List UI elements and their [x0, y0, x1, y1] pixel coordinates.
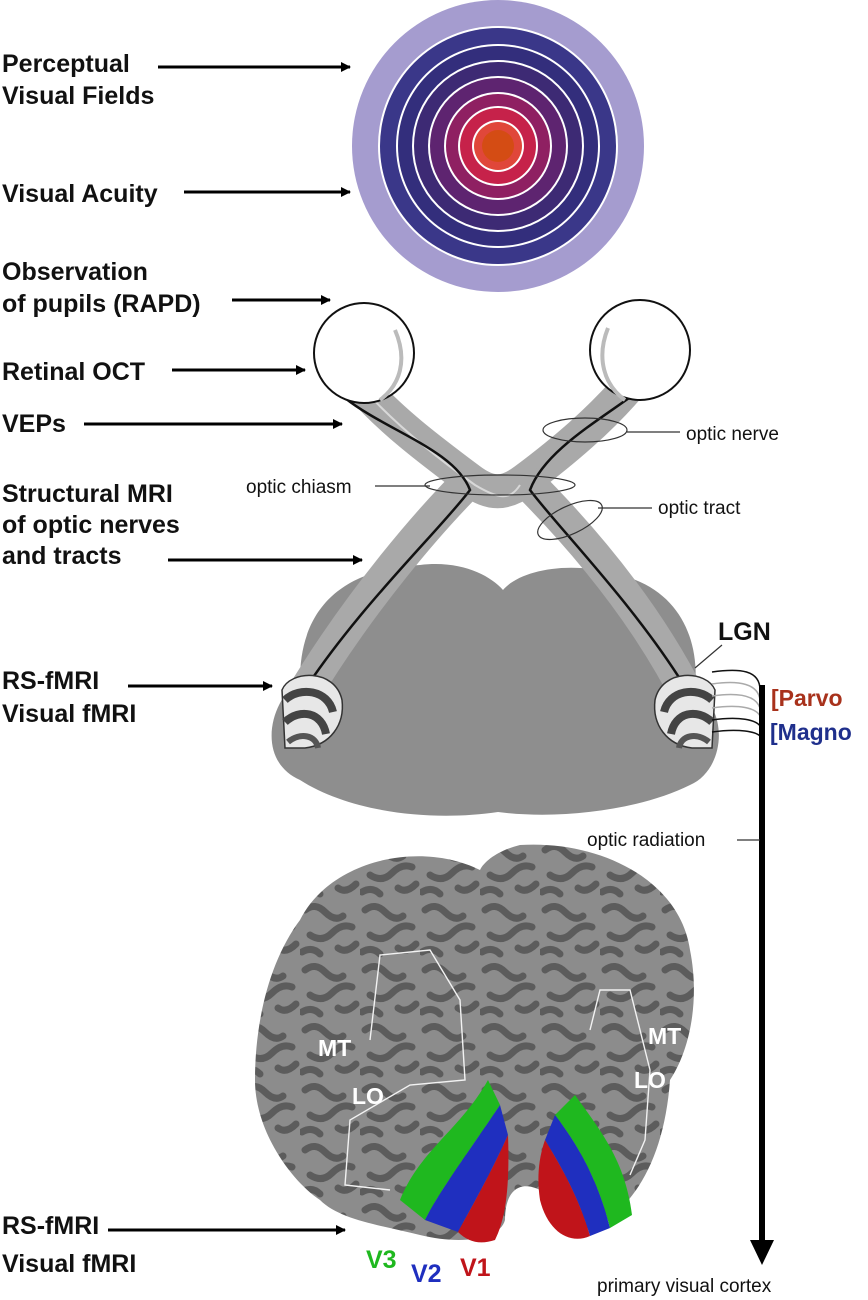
optic-tract-marker — [537, 499, 603, 541]
label-rsfmri1-line2: Visual fMRI — [2, 700, 136, 728]
lgn-projections — [711, 669, 761, 737]
label-rsfmri2-line1: RS-fMRI — [2, 1212, 99, 1240]
label-pupils-line2: of pupils (RAPD) — [2, 290, 201, 318]
label-optic-tract: optic tract — [658, 498, 741, 519]
label-perceptual-line1: Perceptual — [2, 50, 130, 78]
label-mri-line1: Structural MRI — [2, 480, 173, 508]
label-lo-left: LO — [352, 1083, 384, 1109]
label-primary-visual-cortex: primary visual cortex — [597, 1276, 772, 1297]
label-rsfmri2-line2: Visual fMRI — [2, 1250, 136, 1278]
label-pupils-line1: Observation — [2, 258, 148, 286]
label-arrows — [84, 62, 363, 1235]
right-eye — [589, 299, 691, 402]
label-visual-acuity: Visual Acuity — [2, 180, 158, 208]
optic-pathway — [285, 368, 706, 709]
label-lo-right: LO — [634, 1067, 666, 1093]
thalamus-mass — [271, 564, 719, 816]
label-v2: V2 — [411, 1260, 442, 1288]
label-mt-left: MT — [318, 1035, 351, 1061]
label-retinal-oct: Retinal OCT — [2, 358, 145, 386]
optic-nerve-marker — [542, 417, 628, 443]
visual-field-target — [352, 0, 644, 292]
inflated-cortex — [255, 844, 694, 1243]
label-optic-radiation: optic radiation — [587, 830, 705, 851]
label-mri-line3: and tracts — [2, 542, 121, 570]
label-optic-nerve: optic nerve — [686, 424, 779, 445]
label-rsfmri1-line1: RS-fMRI — [2, 667, 99, 695]
label-mri-line2: of optic nerves — [2, 511, 180, 539]
label-veps: VEPs — [2, 410, 66, 438]
label-lgn: LGN — [718, 618, 771, 646]
label-v3: V3 — [366, 1246, 397, 1274]
label-mt-right: MT — [648, 1023, 681, 1049]
optic-chiasm-marker — [424, 474, 576, 496]
lgn-left — [281, 674, 344, 749]
left-eye — [313, 302, 415, 404]
label-optic-chiasm: optic chiasm — [246, 477, 352, 498]
label-parvo: [Parvo — [771, 685, 843, 711]
label-v1: V1 — [460, 1254, 491, 1282]
label-magno: [Magno — [770, 719, 852, 745]
lgn-right — [653, 674, 716, 749]
label-perceptual-line2: Visual Fields — [2, 82, 154, 110]
